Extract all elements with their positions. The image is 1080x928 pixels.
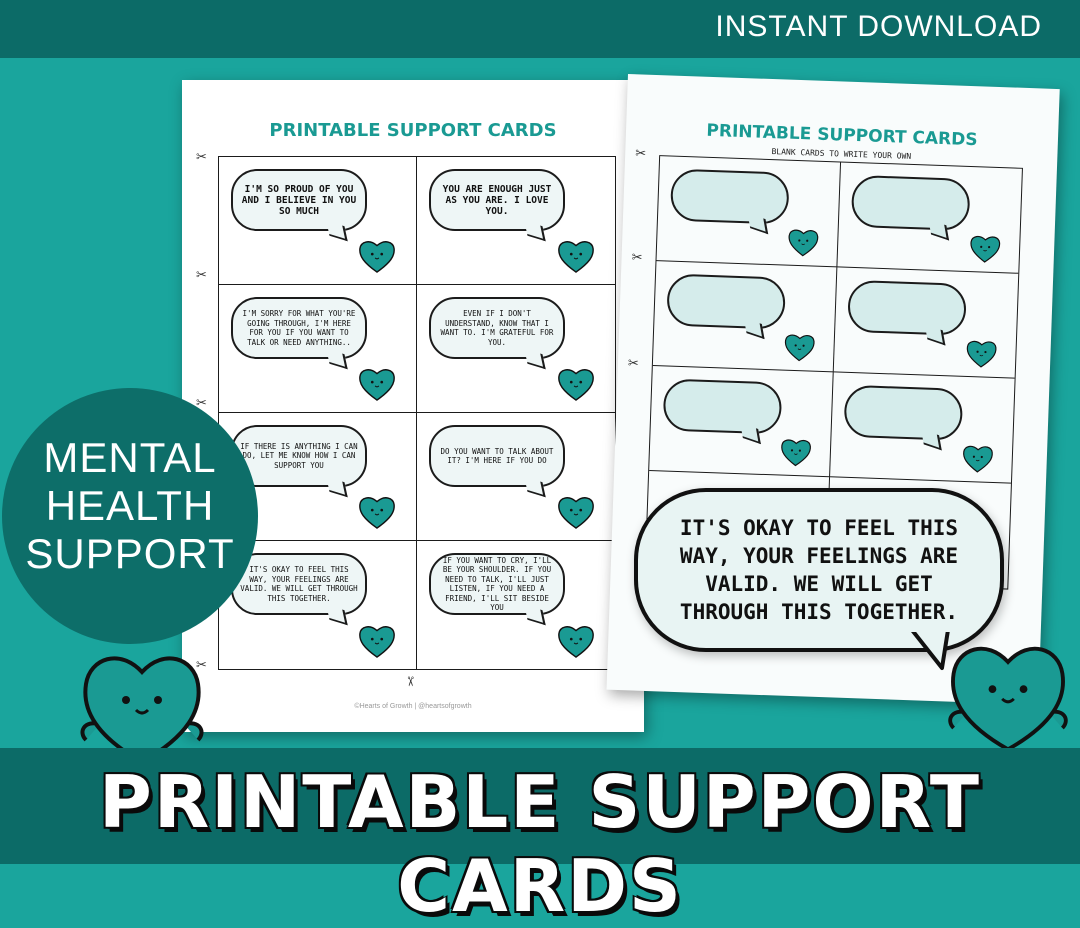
featured-text: IT'S OKAY TO FEEL THIS WAY, YOUR FEELING… <box>679 516 959 624</box>
heart-mascot-icon <box>948 646 1068 752</box>
scissors-icon: ✂ <box>401 676 417 687</box>
blank-speech-bubble <box>666 273 786 330</box>
heart-mascot-icon <box>558 497 594 529</box>
speech-bubble: DO YOU WANT TO TALK ABOUT IT? I'M HERE I… <box>429 425 565 487</box>
scissors-icon: ✂ <box>196 658 207 673</box>
scissors-icon: ✂ <box>631 250 643 266</box>
blank-card <box>830 372 1015 484</box>
blank-speech-bubble <box>850 174 971 231</box>
banner-title: PRINTABLE SUPPORT CARDS <box>99 760 981 928</box>
badge-line: HEALTH <box>45 482 215 529</box>
heart-mascot-icon <box>558 241 594 273</box>
blank-card <box>656 156 842 268</box>
card: I'M SO PROUD OF YOU AND I BELIEVE IN YOU… <box>219 157 417 285</box>
blank-speech-bubble <box>662 378 783 435</box>
speech-bubble: YOU ARE ENOUGH JUST AS YOU ARE. I LOVE Y… <box>429 169 565 231</box>
blank-speech-bubble <box>847 279 967 336</box>
card: I'M SORRY FOR WHAT YOU'RE GOING THROUGH,… <box>219 285 417 413</box>
scissors-icon: ✂ <box>196 396 207 411</box>
speech-bubble: IF THERE IS ANYTHING I CAN DO, LET ME KN… <box>231 425 367 487</box>
card: EVEN IF I DON'T UNDERSTAND, KNOW THAT I … <box>417 285 615 413</box>
speech-bubble: I'M SO PROUD OF YOU AND I BELIEVE IN YOU… <box>231 169 367 231</box>
heart-mascot-icon <box>359 626 395 658</box>
top-banner: INSTANT DOWNLOAD <box>0 0 1080 58</box>
blank-speech-bubble <box>669 168 790 225</box>
printable-sheet-blank: PRINTABLE SUPPORT CARDS BLANK CARDS TO W… <box>606 74 1060 705</box>
blank-card-grid <box>644 155 1023 590</box>
speech-bubble: EVEN IF I DON'T UNDERSTAND, KNOW THAT I … <box>429 297 565 359</box>
bubble-tail <box>910 628 952 670</box>
scissors-icon: ✂ <box>634 146 647 162</box>
blank-speech-bubble <box>843 384 964 441</box>
scissors-icon: ✂ <box>196 268 207 283</box>
badge-text: MENTAL HEALTH SUPPORT <box>2 434 258 578</box>
speech-bubble: I'M SORRY FOR WHAT YOU'RE GOING THROUGH,… <box>231 297 367 359</box>
heart-mascot-icon <box>359 241 395 273</box>
speech-bubble: IF YOU WANT TO CRY, I'LL BE YOUR SHOULDE… <box>429 553 565 615</box>
heart-mascot-icon <box>80 656 204 765</box>
card: YOU ARE ENOUGH JUST AS YOU ARE. I LOVE Y… <box>417 157 615 285</box>
heart-mascot-icon <box>970 235 1001 263</box>
card: DO YOU WANT TO TALK ABOUT IT? I'M HERE I… <box>417 413 615 541</box>
featured-speech-bubble: IT'S OKAY TO FEEL THIS WAY, YOUR FEELING… <box>634 488 1004 652</box>
heart-mascot-icon <box>558 369 594 401</box>
scissors-icon: ✂ <box>196 150 207 165</box>
badge-line: SUPPORT <box>25 530 235 577</box>
heart-mascot-icon <box>781 439 811 467</box>
blank-card <box>837 162 1022 274</box>
scissors-icon: ✂ <box>627 356 640 372</box>
blank-card <box>833 267 1019 379</box>
bottom-banner <box>0 748 1080 864</box>
printable-sheet-filled: PRINTABLE SUPPORT CARDS I'M SO PROUD OF … <box>182 80 644 732</box>
blank-card <box>652 261 838 373</box>
heart-mascot-icon <box>963 445 993 473</box>
copyright-footer: ©Hearts of Growth | @heartsofgrowth <box>354 703 472 710</box>
heart-mascot-icon <box>359 497 395 529</box>
mental-health-badge: MENTAL HEALTH SUPPORT <box>2 388 258 644</box>
card: IF YOU WANT TO CRY, I'LL BE YOUR SHOULDE… <box>417 541 615 669</box>
heart-mascot-icon <box>788 229 819 257</box>
instant-download-label: INSTANT DOWNLOAD <box>715 10 1042 43</box>
heart-mascot-icon <box>359 369 395 401</box>
card: IF THERE IS ANYTHING I CAN DO, LET ME KN… <box>219 413 417 541</box>
badge-line: MENTAL <box>43 434 217 481</box>
heart-mascot-icon <box>784 334 815 362</box>
blank-card <box>649 366 834 478</box>
sheet-title: PRINTABLE SUPPORT CARDS <box>269 120 557 141</box>
card-grid: I'M SO PROUD OF YOU AND I BELIEVE IN YOU… <box>218 156 616 670</box>
heart-mascot-icon <box>966 340 997 368</box>
heart-mascot-icon <box>558 626 594 658</box>
